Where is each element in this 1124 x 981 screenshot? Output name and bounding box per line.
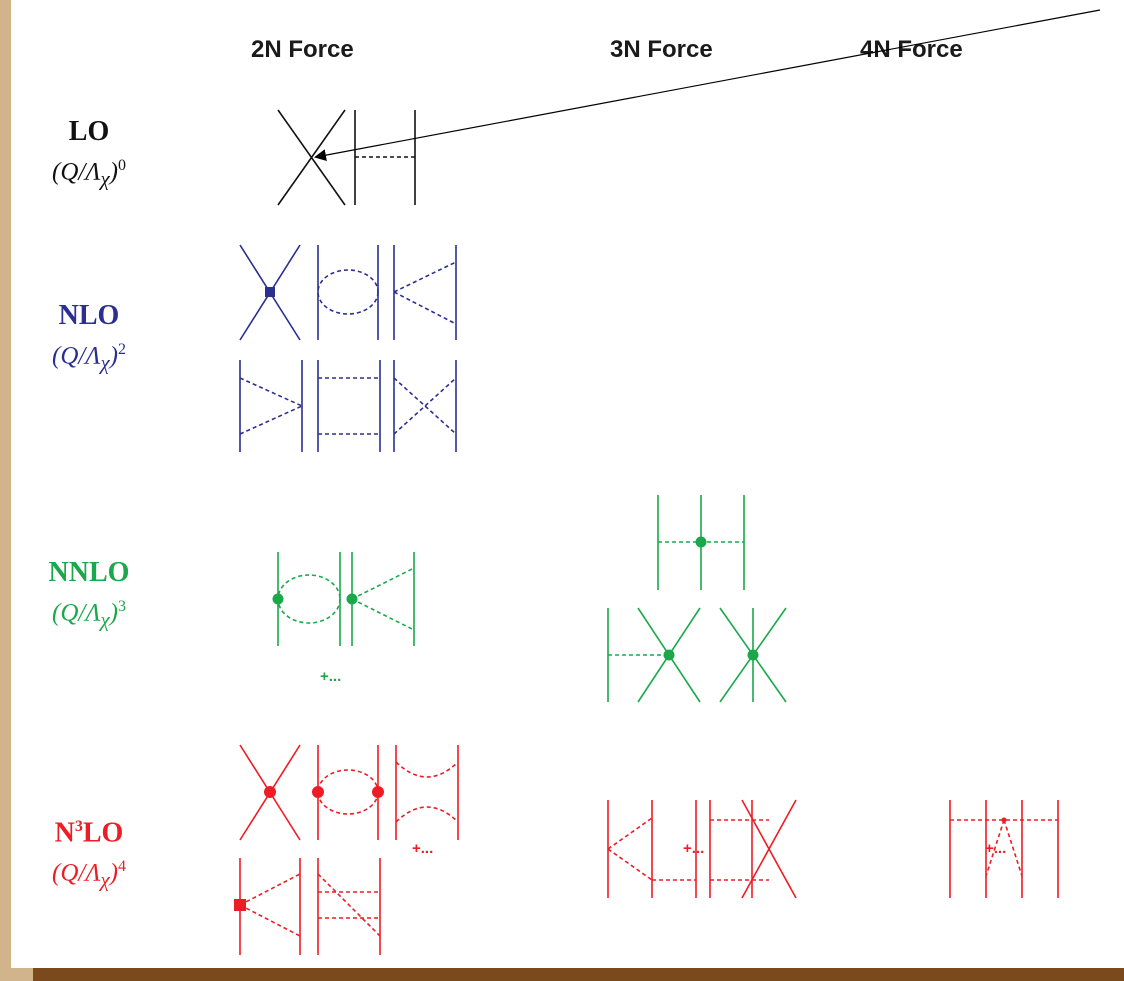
row-label-n3lo: N3LO (Q/Λχ)4 (14, 810, 164, 897)
row-label-nnlo: NNLO (Q/Λχ)3 (14, 556, 164, 636)
column-header-3n: 3N Force (610, 36, 713, 63)
n3lo-contact-diagram (239, 744, 301, 841)
column-header-2n: 2N Force (251, 36, 354, 63)
n3lo-4n-diagram (949, 800, 1059, 898)
nlo-contact-diagram (239, 244, 301, 341)
nnlo-3n-one-pion-contact-diagram (607, 607, 701, 703)
annotation-arrow (314, 9, 1101, 162)
lo-contact-diagram (277, 109, 346, 206)
nnlo-2n-triangle-diagram (346, 552, 415, 646)
nlo-box-diagram (317, 360, 381, 452)
nlo-loop-diagram-1 (317, 245, 379, 340)
lo-diagrams (277, 109, 416, 206)
more-marker-n3lo-2n: +... (412, 840, 434, 857)
n3lo-3n-ring-diagram (607, 800, 697, 898)
nnlo-3n-contact-diagram (719, 607, 787, 703)
n3lo-planar-box-diagram (317, 858, 381, 955)
nlo-diagrams (239, 244, 457, 452)
nlo-triangle-diagram (393, 245, 457, 340)
order-scale: (Q/Λχ)2 (52, 341, 126, 375)
more-marker-nnlo-2n: +... (320, 668, 342, 685)
n3lo-loop-diagram (312, 745, 384, 840)
row-label-lo: LO (Q/Λχ)0 (14, 115, 164, 195)
nnlo-2n-loop-diagram (272, 552, 341, 646)
diagram-panel (11, 0, 1124, 968)
lo-one-pion-exchange-diagram (354, 110, 416, 205)
n3lo-diagrams (234, 744, 1059, 955)
order-name: LO (68, 116, 110, 147)
n3lo-two-loop-diagram (395, 745, 459, 840)
order-scale: (Q/Λχ)3 (52, 598, 126, 632)
order-name: N3LO (54, 817, 124, 849)
nnlo-3n-two-pion-diagram (657, 495, 745, 590)
nlo-crossed-box-diagram (393, 360, 457, 452)
more-marker-n3lo-3n: +... (683, 840, 705, 857)
nnlo-diagrams (272, 495, 787, 703)
nlo-triangle-diagram-2 (239, 360, 303, 452)
column-header-4n: 4N Force (860, 36, 963, 63)
order-name: NNLO (48, 557, 130, 588)
n3lo-3n-contact-exchange-diagram (709, 799, 797, 899)
order-name: NLO (58, 300, 120, 331)
row-label-nlo: NLO (Q/Λχ)2 (14, 299, 164, 379)
order-scale: (Q/Λχ)4 (52, 858, 126, 892)
order-scale: (Q/Λχ)0 (52, 157, 126, 191)
bottom-bar (33, 968, 1124, 981)
n3lo-triangle-contact-diagram (234, 858, 301, 955)
